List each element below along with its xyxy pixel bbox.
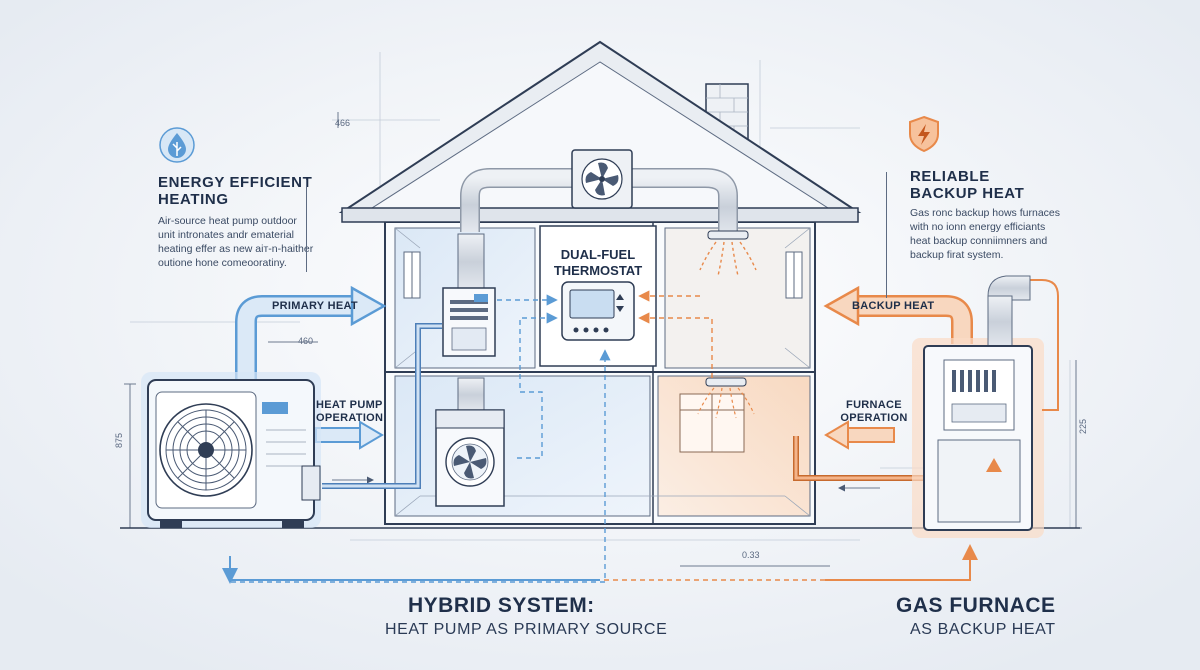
window-right-upper [785,251,803,299]
thermostat-device [561,281,635,341]
backup-heat-label: BACKUP HEAT [852,300,935,312]
left-description-line-4: outione hone comeooratiny. [158,257,287,269]
furnace-operation-label-1: FURNACE [846,399,902,411]
right-description-line-2: with no ionn energy efficiants [910,221,1046,233]
right-description-line-3: heat backup conniimners and [910,235,1048,247]
left-heading-line-2: HEATING [158,191,229,208]
left-heading-line-1: ENERGY EFFICIENT [158,174,313,191]
backup-heat-arrow [823,285,973,344]
window-right-lower [679,393,745,453]
thermostat-label-line-1: DUAL-FUEL [560,247,636,262]
dimension-mid-left: 460 [298,336,314,346]
window-left-upper [403,251,421,299]
caption-right-main: GAS FURNACE [896,594,1056,617]
left-description-line-3: heating effer as new aiт-n-haither [158,243,314,255]
primary-heat-arrow [235,285,387,386]
caption-left-main: HYBRID SYSTEM: [408,594,595,617]
outdoor-heat-pump [141,372,321,528]
dimension-left-vertical: 875 [114,432,124,448]
dimension-top: 466 [335,118,351,128]
heat-pump-operation-label-1: HEAT PUMP [316,399,383,411]
indoor-unit-lower [435,409,505,507]
left-description-line-2: unit intronates andr ematerial [158,229,294,241]
right-heading-line-2: BACKUP HEAT [910,185,1025,202]
gas-furnace [912,275,1059,538]
attic-duct [460,149,738,236]
dimension-bottom: 0.33 [742,550,760,560]
right-panel-bracket [886,172,887,298]
dimension-right-vertical: 225 [1078,418,1088,434]
right-description-line-4: backup firat system. [910,249,1004,261]
furnace-operation-label-2: OPERATION [840,412,908,424]
right-heading-line-1: RELIABLE [910,168,990,185]
shield-bolt-icon [906,114,942,154]
heat-pump-operation-arrow [315,420,384,450]
ceiling-vent-lower [697,377,755,419]
caption-left-sub: HEAT PUMP AS PRIMARY SOURCE [385,621,668,638]
thermostat-label-line-2: THERMOSTAT [553,263,643,278]
air-handler-upper [442,233,496,357]
primary-heat-label: PRIMARY HEAT [272,300,358,312]
furnace-operation-arrow [824,420,895,450]
leaf-drop-icon [158,126,196,164]
caption-right-sub: AS BACKUP HEAT [910,621,1056,638]
right-description-line-1: Gas ronc backup hows furnaces [910,207,1060,219]
left-description-line-1: Air-source heat pump outdoor [158,215,297,227]
ceiling-vent-upper [699,230,757,277]
heat-pump-operation-label-2: OPERATION [316,412,384,424]
left-panel-bracket [306,180,307,272]
